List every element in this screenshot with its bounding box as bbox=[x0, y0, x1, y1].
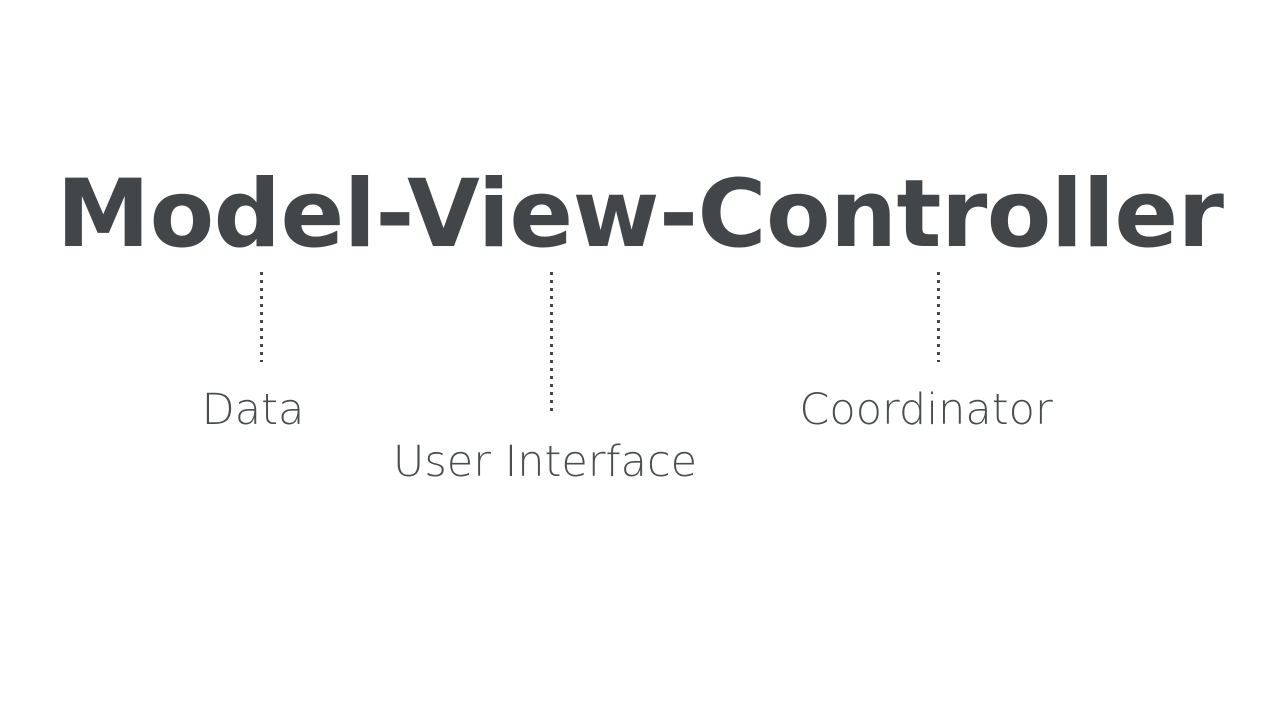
connector-line-controller bbox=[937, 272, 940, 362]
component-label-view: User Interface bbox=[392, 437, 698, 487]
connector-line-view bbox=[550, 272, 553, 415]
component-label-controller: Coordinator bbox=[799, 385, 1053, 435]
page-title: Model-View-Controller bbox=[56, 160, 1224, 269]
component-label-model: Data bbox=[201, 385, 305, 435]
connector-line-model bbox=[260, 272, 263, 362]
